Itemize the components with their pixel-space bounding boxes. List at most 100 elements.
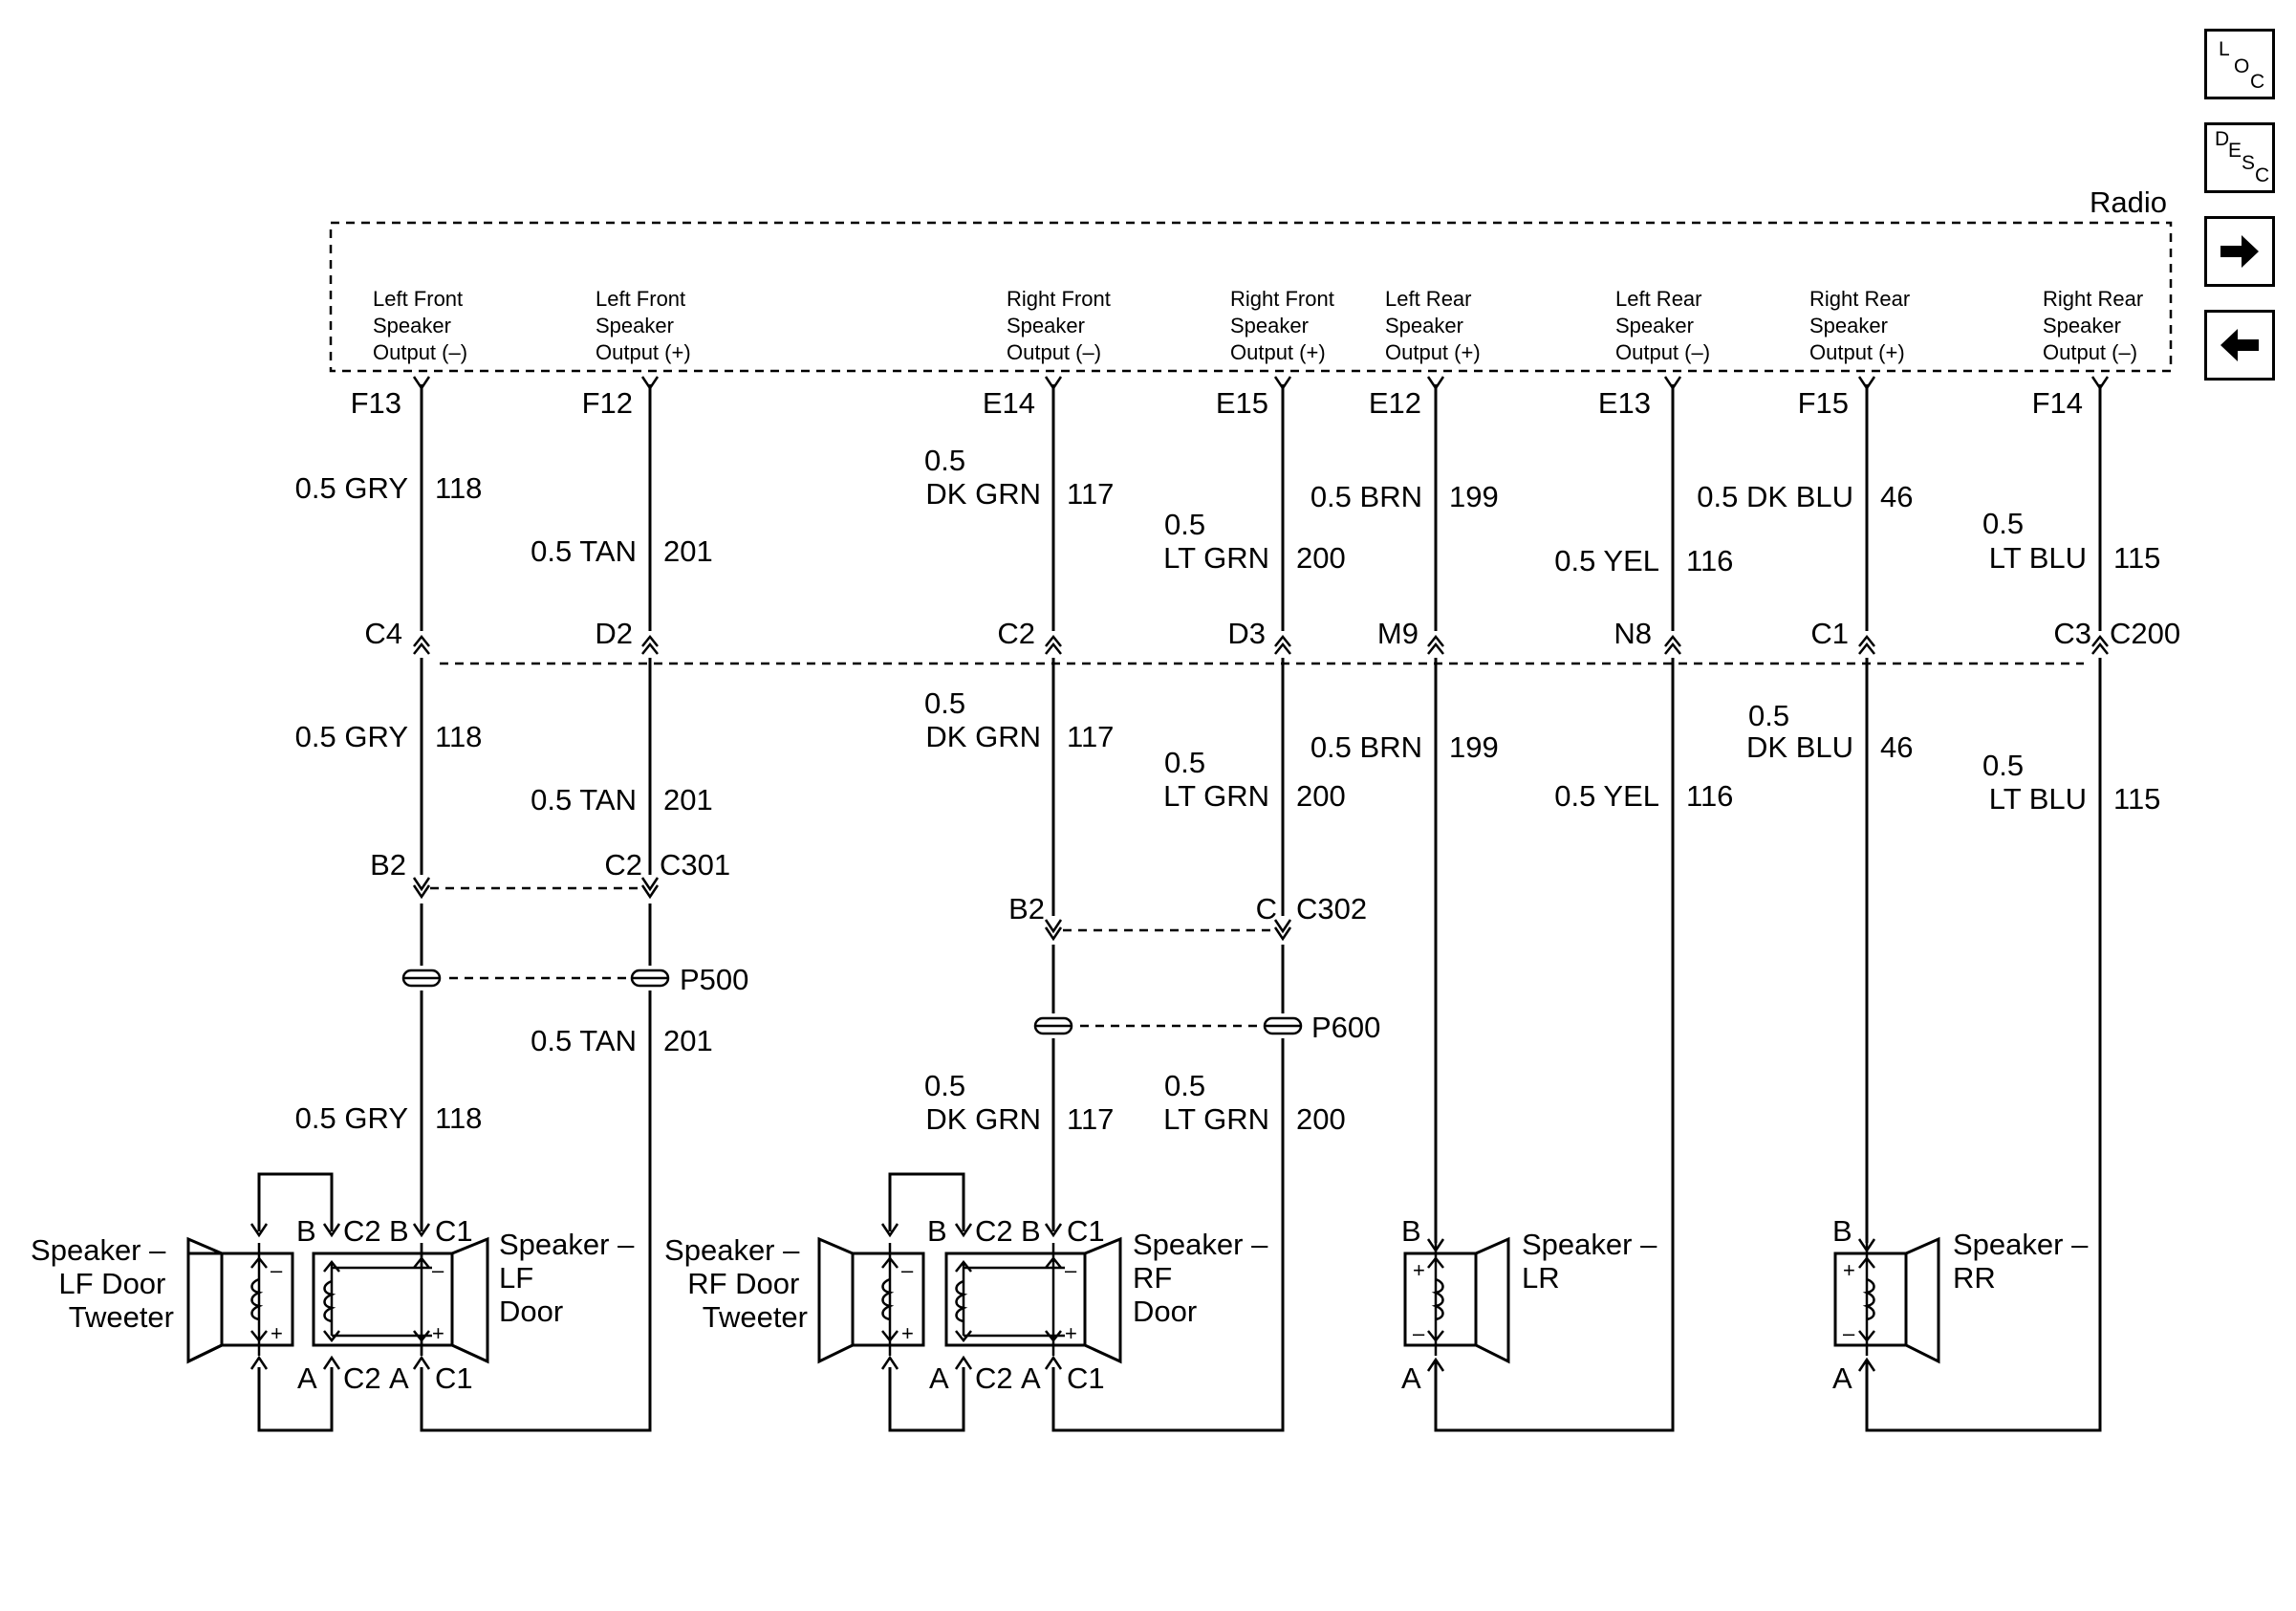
pin-c1: C1 <box>1067 1361 1105 1395</box>
radio-output-descriptions: Left Front Speaker Output (–) Left Front… <box>373 287 2149 364</box>
output-desc-rr-neg: Right Rear Speaker Output (–) <box>2043 287 2149 364</box>
pin-a: A <box>297 1361 317 1395</box>
wire-label: 0.5 YEL <box>1554 779 1659 813</box>
loc-letter-o: O <box>2234 55 2250 77</box>
rf-speakers: – + – + B C2 B C1 A C2 A C1 Speaker – RF… <box>664 1172 1268 1432</box>
radio-pin-labels: F13 F12 E14 E15 E12 E13 F15 F14 <box>351 386 2083 420</box>
c200-pin-c3: C3 <box>2053 617 2091 650</box>
c200-pin-c1: C1 <box>1810 617 1849 650</box>
desc-letter-c: C <box>2255 164 2270 186</box>
output-desc-rf-neg: Right Front Speaker Output (–) <box>1007 287 1116 364</box>
wire-label: 0.5 TAN <box>531 534 637 568</box>
c301-pin-b2: B2 <box>370 848 406 882</box>
circuit-number: 118 <box>435 1101 482 1135</box>
polarity-minus: – <box>901 1258 914 1282</box>
wire-200 <box>1051 384 1285 1432</box>
wire-label: 0.5 BRN <box>1310 730 1422 764</box>
pin-c2: C2 <box>975 1214 1013 1248</box>
rf-tweeter: – + <box>817 1236 925 1364</box>
wire-runs <box>420 384 2102 1432</box>
p600-name: P600 <box>1311 1011 1380 1044</box>
polarity-minus: – <box>1065 1258 1077 1282</box>
p500-connector: P500 <box>401 963 748 996</box>
radio-module-label: Radio <box>2090 185 2167 219</box>
polarity-minus: – <box>1843 1321 1855 1345</box>
pin-c1: C1 <box>1067 1214 1105 1248</box>
circuit-number: 201 <box>663 783 713 816</box>
c301-name: C301 <box>660 848 730 882</box>
c200-connector: C4 D2 C2 D3 M9 N8 C1 C3 C200 <box>364 617 2180 665</box>
wire-size: 0.5 <box>924 1069 965 1102</box>
next-page-button[interactable] <box>2204 216 2275 287</box>
c200-pin-m9: M9 <box>1377 617 1419 650</box>
circuit-number: 116 <box>1686 544 1733 577</box>
circuit-number: 115 <box>2113 541 2160 575</box>
polarity-plus: + <box>1843 1258 1855 1282</box>
wire-color: LT GRN <box>1163 1102 1269 1136</box>
wire-label: 0.5 GRY <box>295 471 408 505</box>
pin-b: B <box>927 1214 947 1248</box>
rr-speaker: + – B A Speaker – RR <box>1832 1214 2096 1395</box>
circuit-number: 199 <box>1449 730 1499 764</box>
c200-connector-name: C200 <box>2110 617 2180 650</box>
circuit-number: 117 <box>1067 1102 1114 1136</box>
prev-page-button[interactable] <box>2204 310 2275 381</box>
arrow-left-icon <box>2220 329 2259 361</box>
pin-a: A <box>1401 1361 1421 1395</box>
c200-pin-c2: C2 <box>997 617 1035 650</box>
desc-button[interactable]: D E S C <box>2204 122 2275 193</box>
pin-a: A <box>1021 1361 1041 1395</box>
radio-module-outline <box>329 221 2173 373</box>
wire-label: 0.5 BRN <box>1310 480 1422 513</box>
output-desc-rr-pos: Right Rear Speaker Output (+) <box>1809 287 1916 364</box>
wire-size: 0.5 <box>1164 746 1205 779</box>
rf-tweeter-label: Speaker – RF Door Tweeter <box>664 1233 808 1334</box>
lr-speaker: + – B A Speaker – LR <box>1401 1214 1657 1395</box>
circuit-number: 118 <box>435 471 482 505</box>
wire-size: 0.5 <box>1982 749 2024 782</box>
wire-labels-lower-lf: 0.5 TAN 201 0.5 GRY 118 <box>295 1024 713 1135</box>
wire-label: 0.5 DK BLU <box>1697 480 1853 513</box>
wire-color: DK BLU <box>1746 730 1853 764</box>
wire-label: 0.5 GRY <box>295 720 408 753</box>
c200-pin-d2: D2 <box>595 617 633 650</box>
wire-size: 0.5 <box>1982 507 2024 540</box>
radio-pin-f13: F13 <box>351 386 401 420</box>
circuit-number: 46 <box>1880 730 1913 764</box>
circuit-number: 116 <box>1686 779 1733 813</box>
pin-c1: C1 <box>435 1214 473 1248</box>
pin-c2: C2 <box>343 1214 381 1248</box>
wire-color: LT GRN <box>1163 779 1269 813</box>
radio-pin-f14: F14 <box>2032 386 2083 420</box>
wire-labels-upper: 0.5 GRY 118 0.5 TAN 201 0.5 DK GRN 117 0… <box>295 444 2161 577</box>
radio-pin-e14: E14 <box>983 386 1035 420</box>
wire-size: 0.5 <box>1164 1069 1205 1102</box>
wire-color: DK GRN <box>925 1102 1041 1136</box>
c301-connector: B2 C2 C301 <box>370 848 730 900</box>
loc-button[interactable]: L O C <box>2204 29 2275 99</box>
circuit-number: 201 <box>663 1024 713 1057</box>
circuit-number: 199 <box>1449 480 1499 513</box>
polarity-minus: – <box>271 1258 283 1282</box>
lf-door-speaker: – + <box>312 1236 489 1364</box>
wire-labels-middle: 0.5 GRY 118 0.5 TAN 201 0.5 DK GRN 117 0… <box>295 686 2161 816</box>
c200-pin-d3: D3 <box>1227 617 1266 650</box>
radio-pin-e15: E15 <box>1216 386 1268 420</box>
lf-tweeter-label: Speaker – LF Door Tweeter <box>31 1233 174 1334</box>
rf-door-speaker: – + <box>944 1236 1122 1364</box>
circuit-number: 200 <box>1296 1102 1346 1136</box>
c302-pin-b2: B2 <box>1008 892 1045 925</box>
rr-speaker-label: Speaker – RR <box>1953 1228 2096 1295</box>
radio-pin-e12: E12 <box>1369 386 1421 420</box>
circuit-number: 200 <box>1296 779 1346 813</box>
radio-terminals <box>412 376 2110 391</box>
desc-letter-s: S <box>2242 152 2256 174</box>
pin-c2: C2 <box>975 1361 1013 1395</box>
wire-color: DK GRN <box>925 720 1041 753</box>
radio-pin-f12: F12 <box>582 386 633 420</box>
circuit-number: 115 <box>2113 782 2160 816</box>
desc-letter-e: E <box>2228 140 2242 162</box>
pin-b: B <box>1401 1214 1421 1248</box>
c200-pin-c4: C4 <box>364 617 402 650</box>
